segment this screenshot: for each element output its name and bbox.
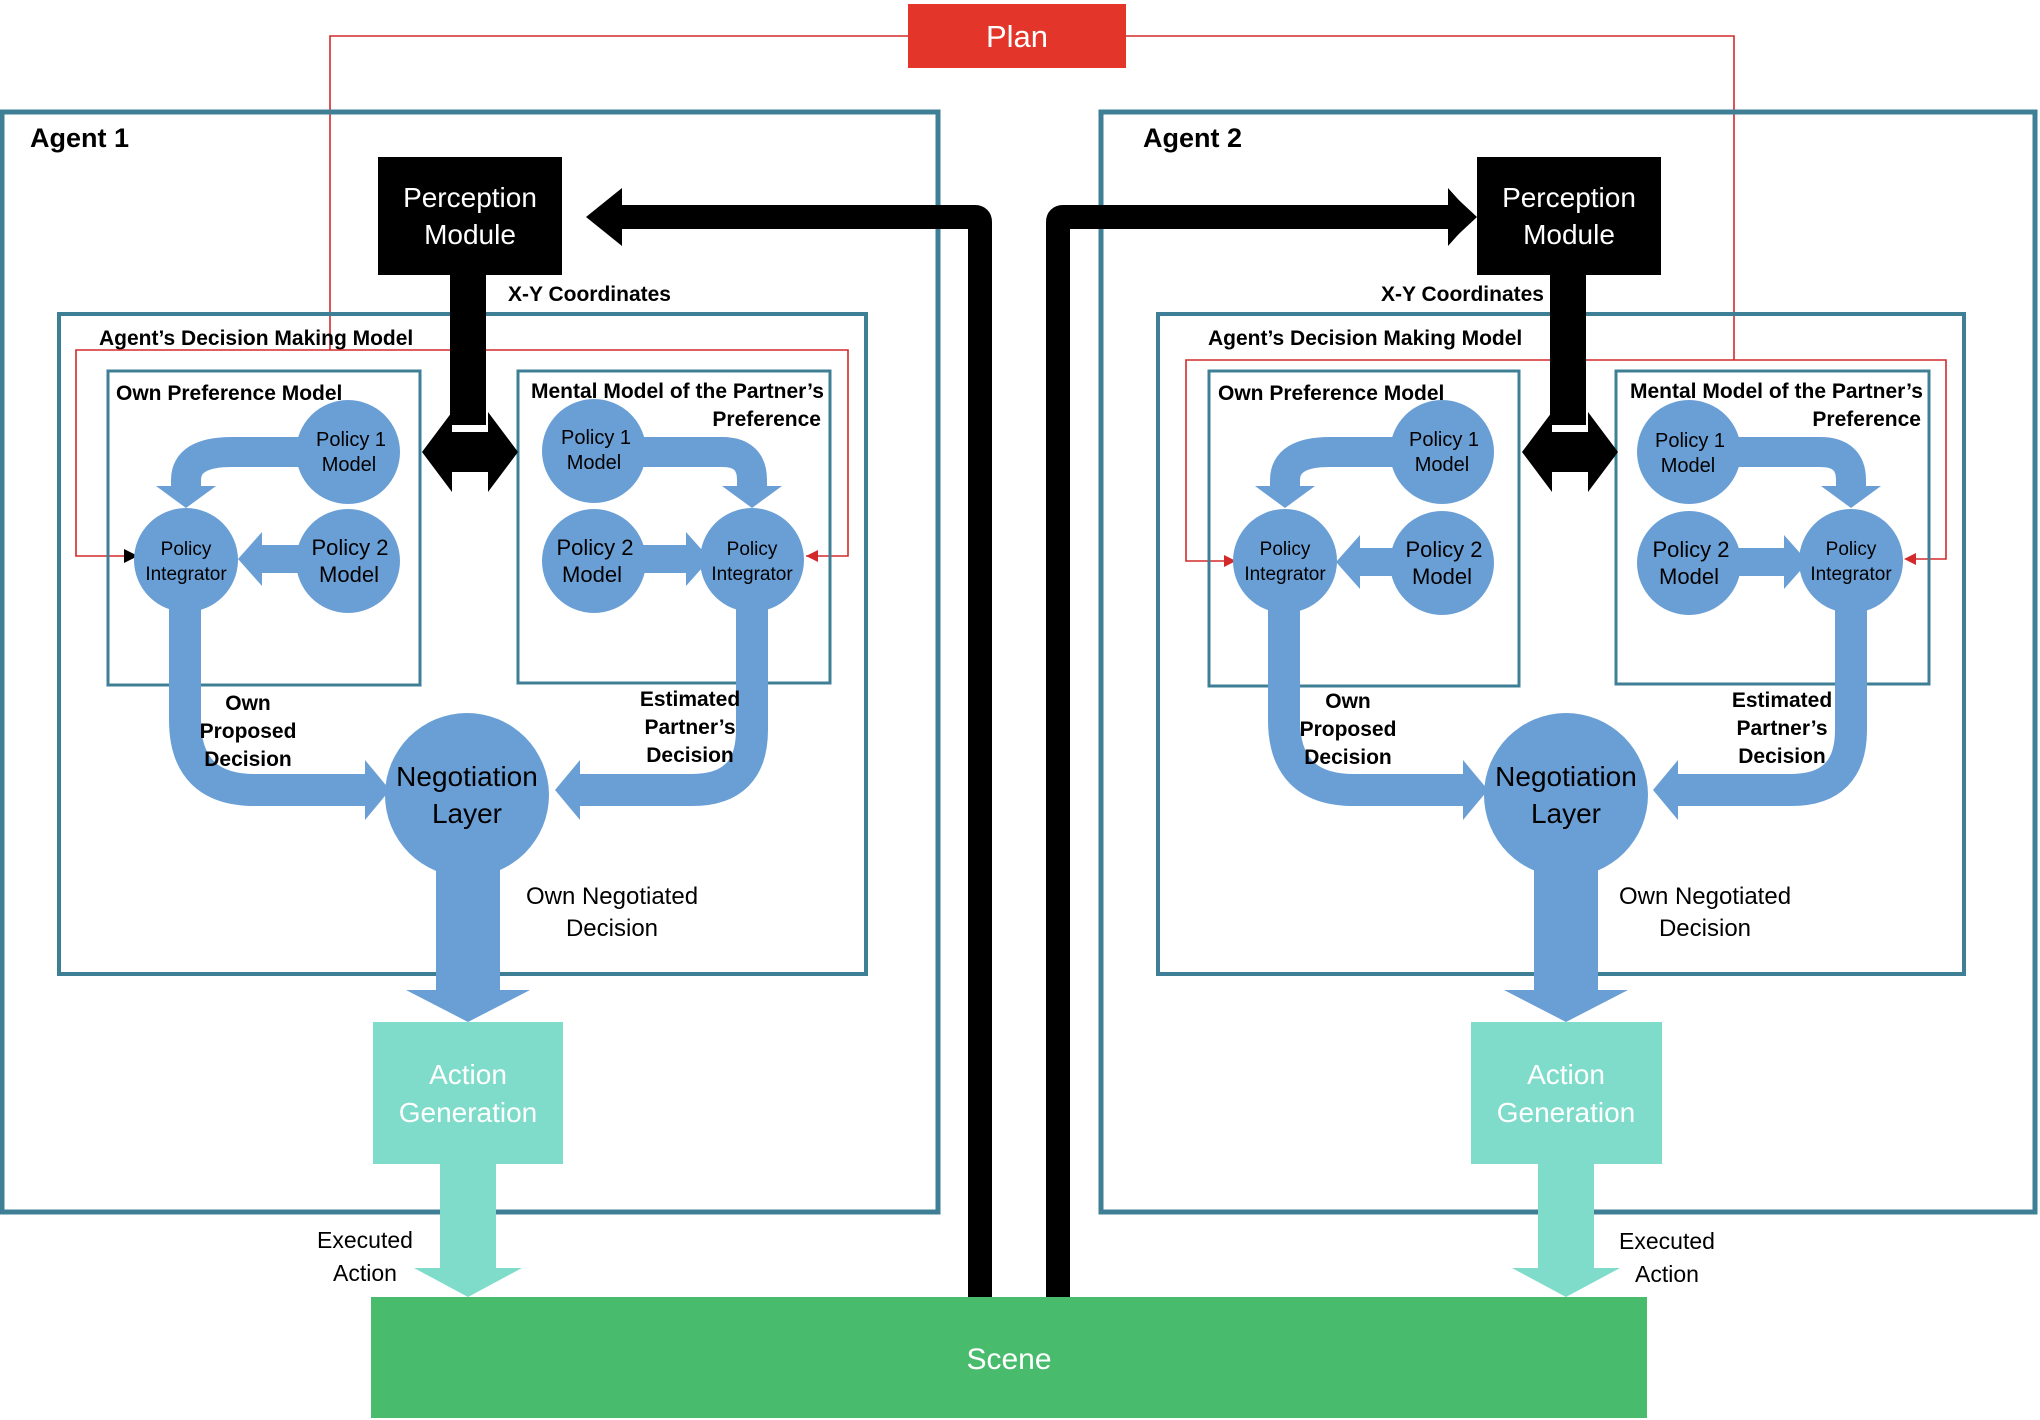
agent2-own-policy2-l2: Model (1412, 564, 1472, 589)
agent1-own-policy2-l1: Policy 2 (311, 535, 388, 560)
plan-connections (329, 35, 1735, 360)
agent1-own-proposed-l1: Own (225, 692, 271, 715)
agent2-negotiation-l1: Negotiation (1495, 761, 1637, 792)
scene-label: Scene (966, 1343, 1051, 1376)
agent2-mental-policy2-l1: Policy 2 (1652, 537, 1729, 562)
agent1-mental-model-title-1: Mental Model of the Partner’s (531, 380, 824, 403)
agent1-title: Agent 1 (30, 123, 129, 153)
agent2-action-l2: Generation (1497, 1097, 1636, 1128)
agent1-mental-model-frame (516, 369, 832, 685)
scene-box: Scene (371, 1297, 1647, 1418)
agent1-own-integrator-l2: Integrator (145, 564, 227, 585)
plan-box: Plan (908, 4, 1126, 68)
agent1-mental-policy2-l1: Policy 2 (556, 535, 633, 560)
agent2-action-generation (1471, 1022, 1662, 1164)
agent1-perception-l2: Module (424, 219, 516, 250)
agent1-negotiated-l2: Decision (566, 915, 658, 942)
agent1-mental-policy1-l2: Model (567, 452, 621, 474)
agent1-negotiated-l1: Own Negotiated (526, 883, 698, 910)
agent2-negotiation-l2: Layer (1531, 798, 1601, 829)
agent2-own-policy1-l1: Policy 1 (1409, 429, 1479, 451)
agent1-xy-coordinates: X-Y Coordinates (508, 283, 671, 306)
agent2-title: Agent 2 (1143, 123, 1242, 153)
agent1-action-l1: Action (429, 1059, 507, 1090)
agent2-decision-model-title: Agent’s Decision Making Model (1208, 327, 1522, 350)
agent1-estimated-l2: Partner’s (644, 716, 735, 739)
agent2-own-integrator-l2: Integrator (1244, 564, 1326, 585)
agent2-mental-model-frame (1614, 369, 1931, 686)
agent2-executed-l2: Action (1635, 1261, 1699, 1287)
agent2-negotiated-l1: Own Negotiated (1619, 883, 1791, 910)
agent2-perception-l1: Perception (1502, 182, 1636, 213)
agent1-perception-module (378, 157, 562, 275)
agent2-own-proposed-l3: Decision (1304, 746, 1392, 769)
agent1-mental-model-title-2: Preference (712, 408, 821, 431)
agent2-executed-l1: Executed (1619, 1228, 1715, 1254)
agent1-own-integrator-l1: Policy (161, 539, 212, 560)
agent1-mental-integrator-l1: Policy (727, 539, 778, 560)
agent1-mental-policy1-l1: Policy 1 (561, 427, 631, 449)
agent1-perception-l1: Perception (403, 182, 537, 213)
agent1-own-preference-title: Own Preference Model (116, 382, 342, 405)
agent1-own-proposed-l2: Proposed (200, 720, 297, 743)
agent1-own-policy2-l2: Model (319, 562, 379, 587)
agent1-executed-l2: Action (333, 1260, 397, 1286)
agent2-own-proposed-l2: Proposed (1300, 718, 1397, 741)
agent2-own-proposed-l1: Own (1325, 690, 1371, 713)
agent2-own-integrator-l1: Policy (1260, 539, 1311, 560)
agent1: Agent 1 Agent’s Decision Making Model Ow… (0, 109, 941, 1297)
agent2-estimated-l3: Decision (1738, 745, 1826, 768)
agent2-mental-policy1-l1: Policy 1 (1655, 430, 1725, 452)
agent2-mental-policy2-l2: Model (1659, 564, 1719, 589)
agent2-mental-policy1-l2: Model (1661, 455, 1715, 477)
agent1-action-l2: Generation (399, 1097, 538, 1128)
agent2-own-policy1-l2: Model (1415, 454, 1469, 476)
agent2-mental-integrator-l1: Policy (1826, 539, 1877, 560)
agent2-mental-model-title-1: Mental Model of the Partner’s (1630, 380, 1923, 403)
agent1-mental-integrator-l2: Integrator (711, 564, 793, 585)
agent1-negotiation-l2: Layer (432, 798, 502, 829)
agent2-own-policy2-l1: Policy 2 (1405, 537, 1482, 562)
agent1-own-preference-frame (106, 369, 422, 687)
agent2-perception-module (1477, 157, 1661, 275)
agent2-mental-model-title-2: Preference (1812, 408, 1921, 431)
agent2-perception-l2: Module (1523, 219, 1615, 250)
agent2: Agent 2 Agent’s Decision Making Model Ow… (1098, 109, 2038, 1297)
agent1-own-proposed-l3: Decision (204, 748, 292, 771)
agent1-own-policy1-l2: Model (322, 454, 376, 476)
agent1-negotiation-l1: Negotiation (396, 761, 538, 792)
agent2-action-l1: Action (1527, 1059, 1605, 1090)
agent2-estimated-l1: Estimated (1732, 689, 1832, 712)
plan-label: Plan (986, 19, 1048, 54)
agent1-own-policy1-l1: Policy 1 (316, 429, 386, 451)
agent1-executed-l1: Executed (317, 1227, 413, 1253)
agent2-xy-coordinates: X-Y Coordinates (1381, 283, 1544, 306)
agent1-decision-model-title: Agent’s Decision Making Model (99, 327, 413, 350)
agent2-estimated-l2: Partner’s (1736, 717, 1827, 740)
agent2-own-preference-frame (1207, 369, 1521, 688)
agent2-negotiated-l2: Decision (1659, 915, 1751, 942)
agent1-mental-policy2-l2: Model (562, 562, 622, 587)
agent1-estimated-l1: Estimated (640, 688, 740, 711)
agent1-action-generation (373, 1022, 563, 1164)
agent1-estimated-l3: Decision (646, 744, 734, 767)
agent2-mental-integrator-l2: Integrator (1810, 564, 1892, 585)
agent2-own-preference-title: Own Preference Model (1218, 382, 1444, 405)
perception-flows (586, 188, 1477, 1300)
